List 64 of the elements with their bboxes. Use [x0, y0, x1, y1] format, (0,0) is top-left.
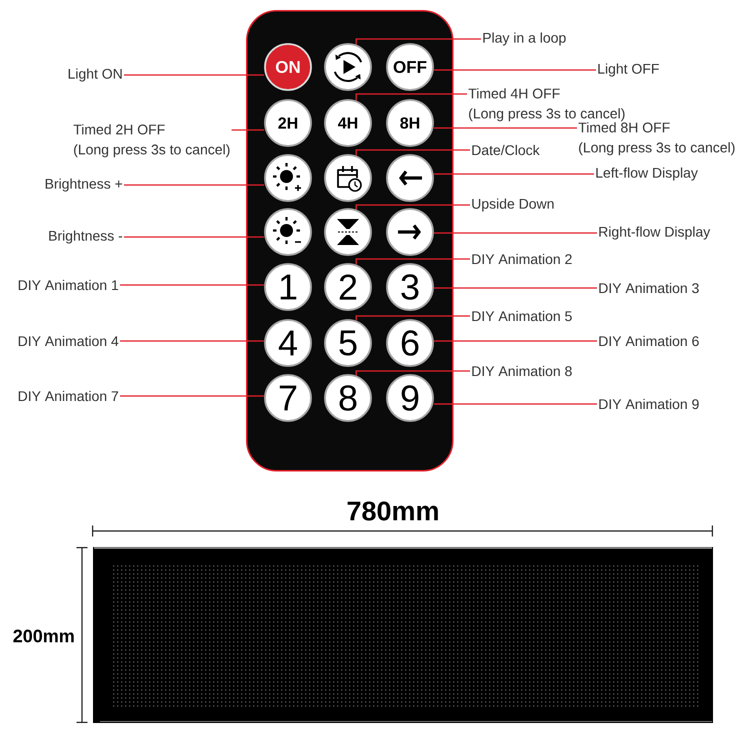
callout-label: Timed 8H OFF (Long press 3s to cancel) — [578, 122, 734, 156]
leader-line — [124, 236, 264, 238]
round-button: 2H — [264, 99, 312, 147]
leader-line — [356, 370, 470, 376]
dimension-label: 780mm — [348, 501, 438, 521]
callout-label: DIY Animation 1 — [18, 280, 118, 290]
leader-line — [356, 149, 470, 156]
callout-label: DIY Animation 7 — [18, 390, 118, 402]
callout-label: Upside Down — [472, 198, 554, 212]
round-button — [324, 154, 372, 202]
leader-line — [434, 127, 577, 129]
callout-label: Play in a loop — [483, 32, 566, 46]
callout-label: DIY Animation 6 — [599, 336, 699, 346]
round-button — [386, 154, 434, 202]
leader-line — [356, 315, 470, 321]
callout-label: Date/Clock — [472, 144, 540, 156]
callout-label: DIY Animation 2 — [472, 254, 572, 264]
callout-label: Left-flow Display — [596, 167, 698, 181]
round-button — [264, 154, 312, 202]
leader-line — [120, 284, 264, 286]
leader-line — [356, 204, 470, 210]
callout-label: DIY Animation 3 — [599, 282, 699, 294]
leader-line — [434, 340, 597, 342]
leader-line — [434, 232, 597, 234]
leader-line — [356, 258, 470, 265]
round-button: 7 — [264, 374, 312, 422]
round-button: 8 — [324, 374, 372, 422]
leader-line — [434, 173, 594, 175]
round-button — [386, 208, 434, 256]
leader-line — [120, 340, 264, 342]
round-button: ON — [264, 43, 312, 91]
round-button: 1 — [264, 263, 312, 311]
round-button — [264, 208, 312, 256]
callout-label: DIY Animation 5 — [472, 310, 572, 322]
round-button: 9 — [386, 374, 434, 422]
leader-line — [120, 395, 264, 397]
leader-line — [232, 129, 264, 131]
round-button: 2 — [324, 263, 372, 311]
callout-label: Brightness - — [49, 230, 122, 244]
round-button: 6 — [386, 319, 434, 367]
callout-label: Timed 4H OFF (Long press 3s to cancel) — [468, 88, 624, 122]
callout-label: DIY Animation 4 — [18, 336, 118, 346]
callout-label: DIY Animation 9 — [599, 398, 699, 410]
leader-line — [434, 69, 596, 71]
callout-label: Light ON — [68, 68, 122, 82]
round-button: 3 — [386, 263, 434, 311]
leader-line — [434, 287, 597, 289]
leader-line — [124, 184, 264, 186]
round-button: OFF — [386, 43, 434, 91]
dimension-label: 200mm — [13, 630, 74, 642]
callout-label: Right-flow Display — [599, 226, 710, 240]
callout-label: Light OFF — [598, 63, 659, 77]
leader-line — [124, 74, 264, 76]
round-button: 4H — [324, 99, 372, 147]
leader-line — [434, 403, 597, 405]
round-button: 8H — [386, 99, 434, 147]
round-button: 5 — [324, 319, 372, 367]
leader-line — [356, 38, 481, 45]
round-button — [324, 43, 372, 91]
callout-label: DIY Animation 8 — [472, 366, 572, 376]
callout-label: Timed 2H OFF (Long press 3s to cancel) — [74, 124, 230, 158]
callout-label: Brightness + — [46, 178, 122, 192]
leader-line — [356, 93, 467, 101]
round-button: 4 — [264, 319, 312, 367]
